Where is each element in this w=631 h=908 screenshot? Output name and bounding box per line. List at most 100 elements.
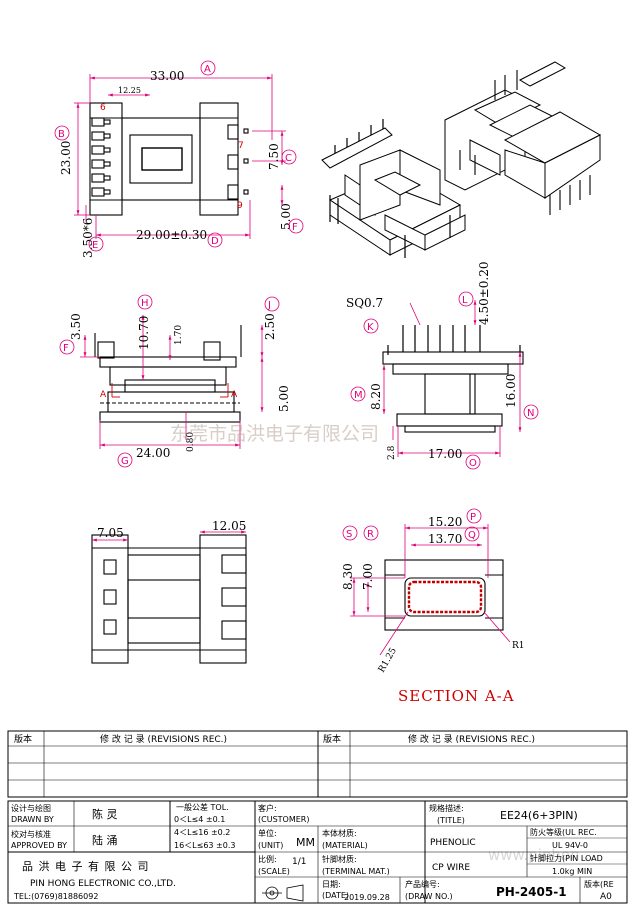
date-en: (DATE): [322, 891, 349, 900]
side-view: [382, 325, 524, 433]
bottom-view: [91, 534, 247, 664]
section-title: SECTION A-A: [398, 687, 515, 705]
marker-l: L: [462, 295, 468, 306]
section-view-markers: [342, 508, 482, 542]
iso-view-left: [321, 119, 466, 258]
dim-top-right-bottom: 5.00: [279, 203, 293, 230]
terminal-value: CP WIRE: [432, 863, 470, 873]
title-block-text: 设计与绘图 DRAWN BY 陈 灵 校对与核准 APPROVED BY 陆 涌…: [11, 802, 614, 902]
marker-f: F: [292, 222, 298, 233]
dim-front-width: 24.00: [136, 446, 170, 460]
marker-m: M: [354, 390, 363, 401]
drawno-en: (DRAW NO.): [405, 892, 453, 901]
marker-b: B: [58, 129, 65, 140]
fire-value: UL 94V-0: [552, 841, 588, 850]
marker-d: D: [211, 236, 219, 247]
top-view-dims-text: 33.00 12.25 23.00 3.50*6 29.00±0.30 7.50…: [59, 69, 293, 258]
dim-side-base: 17.00: [428, 447, 462, 461]
title-cn: 规格描述:: [429, 803, 464, 813]
scale-en: (SCALE): [258, 867, 290, 876]
watermark-url: www.pinhon...: [488, 846, 594, 864]
approved-by-name: 陆 涌: [92, 833, 118, 847]
dim-side-pin-len: 4.50±0.20: [477, 262, 491, 326]
material-value: PHENOLIC: [430, 838, 476, 848]
section-mark-right: A: [231, 390, 238, 400]
front-view-markers: [59, 294, 280, 468]
marker-p: P: [470, 512, 476, 523]
dim-bottom-left: 7.05: [97, 526, 124, 540]
section-view-dims-text: 15.20 13.70 8.30 7.00 R1.25 R1 SECTION A…: [341, 515, 525, 705]
side-view-marker-labels: K L M N O: [354, 295, 534, 469]
approved-by-en: APPROVED BY: [11, 841, 67, 850]
dim-sec-outer-h: 8.30: [341, 563, 355, 590]
top-view-markers: [54, 60, 304, 252]
scale-cn: 比例:: [258, 854, 277, 864]
marker-q: Q: [468, 530, 476, 541]
drawno-value: PH-2405-1: [496, 885, 567, 899]
customer-en: (CUSTOMER): [258, 815, 309, 824]
section-view-dims: [350, 524, 511, 656]
side-view-markers: [350, 291, 539, 470]
customer-cn: 客户:: [258, 803, 277, 813]
dim-side-core: 8.20: [369, 383, 383, 410]
marker-k: K: [367, 322, 374, 333]
side-view-dims-text: SQ0.7 4.50±0.20 8.20 16.00 17.00 2.8: [346, 262, 518, 462]
dim-side-small: 2.8: [387, 445, 397, 460]
terminal-en: (TERMINAL MAT.): [322, 867, 390, 876]
drawn-by-cn: 设计与绘图: [11, 803, 51, 813]
section-mark-left: A: [100, 390, 107, 400]
rev-value: A0: [600, 892, 612, 902]
dim-front-pin: 0.80: [186, 432, 196, 452]
title-value: EE24(6+3PIN): [500, 809, 578, 822]
bottom-view-dims: [92, 530, 246, 542]
marker-j: J: [267, 300, 271, 311]
marker-h: H: [141, 298, 149, 309]
dim-top-right-pitch: 7.50: [267, 143, 281, 170]
fire-cn: 防火等级(UL REC.: [530, 827, 597, 837]
dim-sec-outer-w: 15.20: [428, 515, 462, 529]
revisions-table: [7, 730, 628, 798]
top-left-pins: [91, 117, 111, 197]
front-view-marker-labels: H J F G: [63, 298, 271, 467]
company-tel: TEL:(0769)81886092: [13, 892, 98, 901]
dim-sec-r-inner: R1: [512, 641, 525, 651]
material-en: (MATERIAL): [322, 841, 368, 850]
pull-cn: 针脚拉力(PIN LOAD: [530, 853, 603, 863]
marker-c: C: [285, 153, 292, 164]
front-view-dims-text: 10.70 1.70 3.50 2.50 5.00 24.00 0.80 A A: [69, 313, 291, 460]
rev-right-label: 版本: [323, 733, 341, 745]
date-value: 2019.09.28: [344, 893, 390, 902]
dim-top-width: 33.00: [150, 69, 184, 83]
unit-cn: 单位:: [258, 828, 277, 838]
top-view-dims: [74, 74, 286, 239]
unit-value: MM: [296, 836, 315, 849]
approved-by-cn: 校对与核准: [11, 829, 51, 839]
company-cn: 品 洪 电 子 有 限 公 司: [22, 859, 149, 873]
front-view-dims: [80, 315, 264, 449]
marker-s: S: [346, 529, 352, 540]
pin-right-bottom: 9: [237, 201, 243, 211]
rev-right-title: 修 改 记 录 (REVISIONS REC.): [408, 733, 535, 745]
dim-side-sq: SQ0.7: [346, 296, 383, 310]
top-right-pins: [227, 124, 249, 200]
marker-e: E: [92, 240, 98, 251]
iso-view-right: [444, 61, 602, 215]
unit-en: (UNIT): [258, 841, 283, 850]
dim-sec-inner-w: 13.70: [428, 532, 462, 546]
side-view-dims: [382, 300, 522, 457]
dim-sec-inner-h: 7.00: [361, 563, 375, 590]
tol-row-3: 16＜L≤63 ±0.3: [174, 841, 236, 850]
date-cn: 日期:: [322, 880, 341, 889]
pin-first: 6: [100, 103, 106, 113]
dim-front-bottom: 5.00: [277, 385, 291, 412]
dim-bottom-right: 12.05: [212, 519, 246, 533]
marker-n: N: [527, 408, 534, 419]
dim-top-inner: 12.25: [118, 86, 141, 95]
section-cut-line: [111, 383, 229, 398]
tol-title: 一般公差 TOL.: [176, 802, 229, 812]
watermark: 东莞市品洪电子有限公司: [170, 423, 379, 445]
terminal-cn: 针脚材质:: [322, 854, 357, 864]
rev-left-label: 版本: [14, 733, 32, 745]
dim-sec-r-outer: R1.25: [377, 646, 399, 674]
